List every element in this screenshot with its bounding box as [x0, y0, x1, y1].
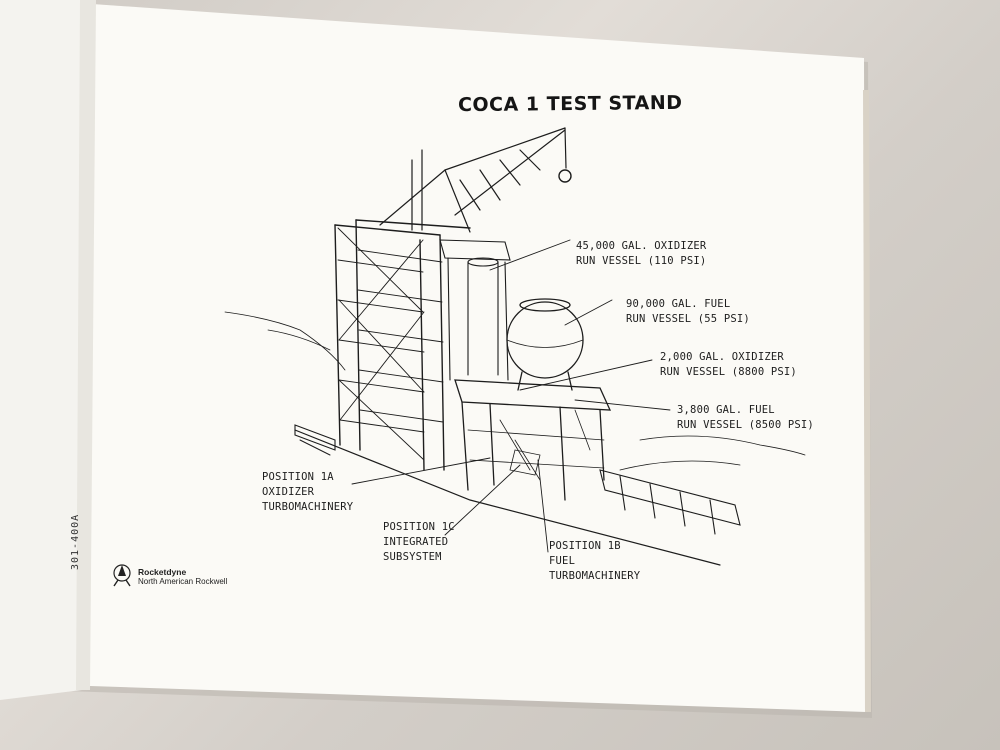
page-right-edge: [863, 89, 871, 713]
label-position-1a-line2: OXIDIZER: [262, 486, 315, 498]
label-oxidizer-45k-line1: 45,000 GAL. OXIDIZER: [576, 240, 707, 252]
label-oxidizer-2k: 2,000 GAL. OXIDIZER RUN VESSEL (8800 PSI): [660, 350, 797, 380]
label-fuel-3800: 3,800 GAL. FUEL RUN VESSEL (8500 PSI): [677, 403, 814, 433]
label-position-1c-line3: SUBSYSTEM: [383, 551, 442, 563]
label-fuel-3800-line2: RUN VESSEL (8500 PSI): [677, 419, 814, 431]
label-oxidizer-45k: 45,000 GAL. OXIDIZER RUN VESSEL (110 PSI): [576, 239, 706, 269]
label-position-1a: POSITION 1A OXIDIZER TURBOMACHINERY: [262, 470, 353, 515]
label-oxidizer-45k-line2: RUN VESSEL (110 PSI): [576, 255, 707, 267]
label-position-1b-line2: FUEL: [549, 555, 576, 567]
label-position-1c-line2: INTEGRATED: [383, 536, 449, 548]
label-fuel-3800-line1: 3,800 GAL. FUEL: [677, 404, 775, 416]
label-position-1c-line1: POSITION 1C: [383, 521, 455, 533]
test-stand-drawing: [224, 127, 806, 566]
label-position-1a-line3: TURBOMACHINERY: [262, 501, 354, 513]
document-number: 301-400A: [70, 513, 81, 570]
brand-block: Rocketdyne North American Rockwell: [138, 567, 227, 587]
label-position-1c: POSITION 1C INTEGRATED SUBSYSTEM: [383, 520, 455, 565]
label-oxidizer-2k-line2: RUN VESSEL (8800 PSI): [660, 366, 797, 378]
page-curl: [0, 0, 90, 700]
page-title: COCA 1 TEST STAND: [457, 91, 683, 117]
paper-page: [30, 0, 866, 712]
rocketdyne-logo-icon: [113, 564, 131, 587]
page-curl-shade: [76, 0, 96, 690]
label-fuel-90k-line2: RUN VESSEL (55 PSI): [626, 313, 750, 325]
label-fuel-90k-line1: 90,000 GAL. FUEL: [626, 298, 731, 310]
label-position-1a-line1: POSITION 1A: [262, 471, 334, 483]
label-oxidizer-2k-line1: 2,000 GAL. OXIDIZER: [660, 351, 784, 363]
label-fuel-90k: 90,000 GAL. FUEL RUN VESSEL (55 PSI): [626, 297, 750, 327]
label-position-1b-line3: TURBOMACHINERY: [549, 570, 641, 582]
brand-name: Rocketdyne: [138, 567, 187, 577]
label-position-1b: POSITION 1B FUEL TURBOMACHINERY: [549, 539, 640, 584]
label-position-1b-line1: POSITION 1B: [549, 540, 621, 552]
brand-parent: North American Rockwell: [138, 577, 228, 586]
